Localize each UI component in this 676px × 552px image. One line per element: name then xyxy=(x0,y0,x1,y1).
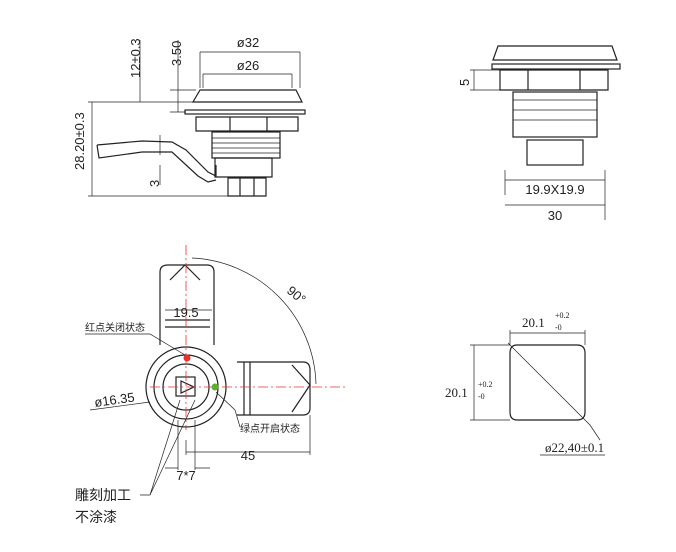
dim-height-20-1: 20.1 xyxy=(445,385,468,400)
dim-30: 30 xyxy=(548,208,562,223)
dim-5: 5 xyxy=(457,79,472,86)
dim-d32: ø32 xyxy=(237,35,259,50)
tol-lower-h: -0 xyxy=(478,392,485,401)
cutout-view: 20.1 +0.2 -0 20.1 +0.2 -0 ø22,40±0.1 xyxy=(445,311,605,456)
dim-3: 3 xyxy=(147,180,162,187)
red-dot-closed xyxy=(183,354,191,362)
front-view: 90° 19.5 ø16.35 45 7*7 红点关闭状态 绿点开启状态 雕刻加… xyxy=(75,245,345,526)
dim-45: 45 xyxy=(241,448,255,463)
side-view: ø32 ø26 3.50 12±0.3 28.20±0.3 3 xyxy=(72,35,306,197)
green-dot-open xyxy=(211,383,219,391)
dim-7x7: 7*7 xyxy=(176,468,196,483)
dim-d26: ø26 xyxy=(237,58,259,73)
tol-upper-h: +0.2 xyxy=(478,380,493,389)
rear-view: 5 19.9X19.9 30 xyxy=(457,45,621,223)
dim-19-5: 19.5 xyxy=(173,305,198,320)
green-dot-label: 绿点开启状态 xyxy=(240,422,300,435)
note-engraved: 雕刻加工 xyxy=(75,488,131,504)
dim-90-angle: 90° xyxy=(284,283,309,307)
dim-width-20-1: 20.1 xyxy=(522,315,545,330)
dim-12: 12±0.3 xyxy=(128,38,143,78)
tol-lower-w: -0 xyxy=(555,323,562,332)
dim-square: 19.9X19.9 xyxy=(525,182,584,197)
dim-28-20: 28.20±0.3 xyxy=(72,112,87,170)
dim-3-50: 3.50 xyxy=(169,41,184,66)
tol-upper-w: +0.2 xyxy=(555,311,570,320)
red-dot-label: 红点关闭状态 xyxy=(85,321,145,334)
dim-d22-40: ø22,40±0.1 xyxy=(545,440,604,455)
note-no-paint: 不涂漆 xyxy=(75,510,117,526)
dim-d16-35: ø16.35 xyxy=(93,389,135,409)
